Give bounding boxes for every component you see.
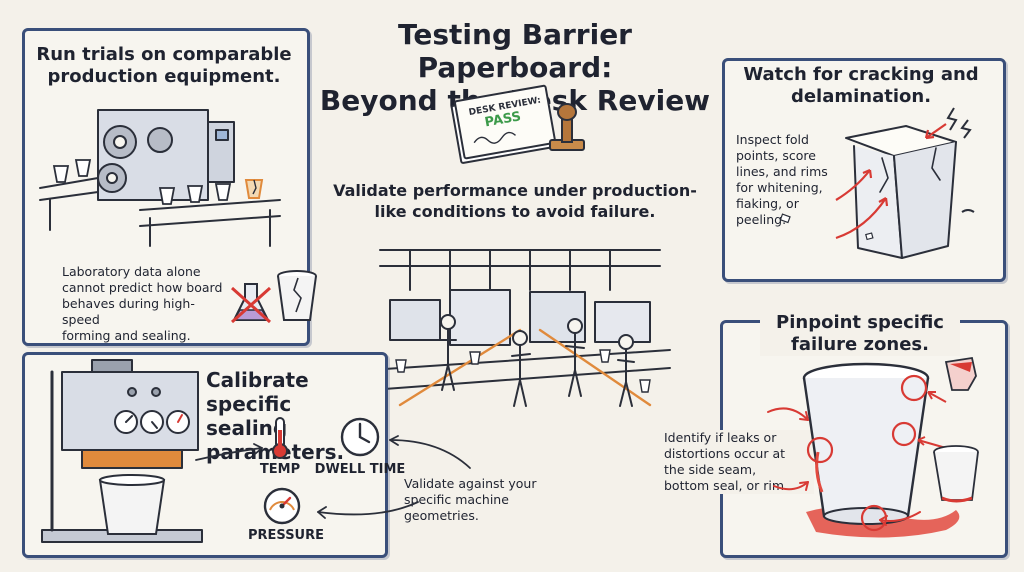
production-machine-illustration — [39, 109, 281, 247]
cracking-body-line-2: points, score — [736, 148, 816, 163]
failure-body-line-2: distortions occur at — [664, 446, 786, 461]
cracked-cup-icon — [277, 270, 317, 321]
center-caption: Validate performance under production- l… — [330, 180, 700, 222]
pressure-label: PRESSURE — [248, 528, 325, 543]
cracking-heading-line-2: delamination. — [790, 86, 932, 107]
pressure-gauge-icon — [263, 487, 301, 525]
leaking-cup-illustration — [802, 356, 979, 538]
title-line-1: Testing Barrier Paperboard: — [398, 18, 632, 84]
sealing-body: Validate against your specific machine g… — [404, 476, 554, 524]
sealing-body-line-2: specific machine — [404, 492, 509, 507]
panel-cracking-heading: Watch for cracking and delamination. — [730, 64, 992, 108]
sealing-body-line-1: Validate against your — [404, 476, 537, 491]
desk-review-pass: PASS — [484, 109, 523, 130]
run-trials-body-line-4: forming and sealing. — [62, 328, 191, 343]
failure-body-line-1: Identify if leaks or — [664, 430, 777, 445]
heat-sealer-illustration — [41, 359, 203, 543]
sealing-heading-line-1: Calibrate specific — [206, 368, 309, 416]
run-trials-body-line-3: behaves during high-speed — [62, 296, 195, 327]
run-trials-body-line-1: Laboratory data alone — [62, 264, 201, 279]
failure-body-line-3: the side seam, — [664, 462, 757, 477]
cracking-heading-line-1: Watch for cracking and — [743, 64, 979, 85]
cracked-carton-illustration — [779, 107, 975, 259]
failure-heading-line-2: failure zones. — [791, 334, 929, 355]
sealing-body-line-3: geometries. — [404, 508, 479, 523]
desk-review-document: DESK REVIEW: PASS — [450, 84, 585, 164]
center-caption-line-2: like conditions to avoid failure. — [374, 202, 656, 221]
temp-label: TEMP — [259, 462, 301, 477]
run-trials-body-line-2: cannot predict how board — [62, 280, 223, 295]
panel-run-trials-heading: Run trials on comparable production equi… — [30, 44, 298, 88]
failure-body-line-4: bottom seal, or rim. — [664, 478, 788, 493]
clock-icon — [340, 417, 380, 457]
cracking-body-line-5: fiaking, or — [736, 196, 799, 211]
cracking-body: Inspect fold points, score lines, and ri… — [736, 132, 840, 228]
thermometer-icon — [272, 417, 288, 459]
cracking-body-line-1: Inspect fold — [736, 132, 809, 147]
stamp-icon — [549, 103, 585, 151]
center-caption-line-1: Validate performance under production- — [333, 181, 697, 200]
cracking-body-line-3: lines, and rims — [736, 164, 828, 179]
run-trials-heading-line-2: production equipment. — [47, 66, 281, 87]
failure-body: Identify if leaks or distortions occur a… — [664, 430, 814, 494]
run-trials-body: Laboratory data alone cannot predict how… — [62, 264, 232, 344]
page-title: Testing Barrier Paperboard: Beyond the D… — [300, 18, 730, 117]
cracking-body-line-4: for whitening, — [736, 180, 823, 195]
cracking-body-line-6: peeling. — [736, 212, 787, 227]
dwell-time-label: DWELL TIME — [314, 462, 406, 477]
crossed-flask-icon — [230, 283, 272, 324]
factory-floor-illustration — [369, 249, 671, 407]
panel-failure-heading: Pinpoint specific failure zones. — [760, 312, 960, 356]
run-trials-heading-line-1: Run trials on comparable — [36, 44, 292, 65]
failure-heading-line-1: Pinpoint specific — [776, 312, 944, 333]
